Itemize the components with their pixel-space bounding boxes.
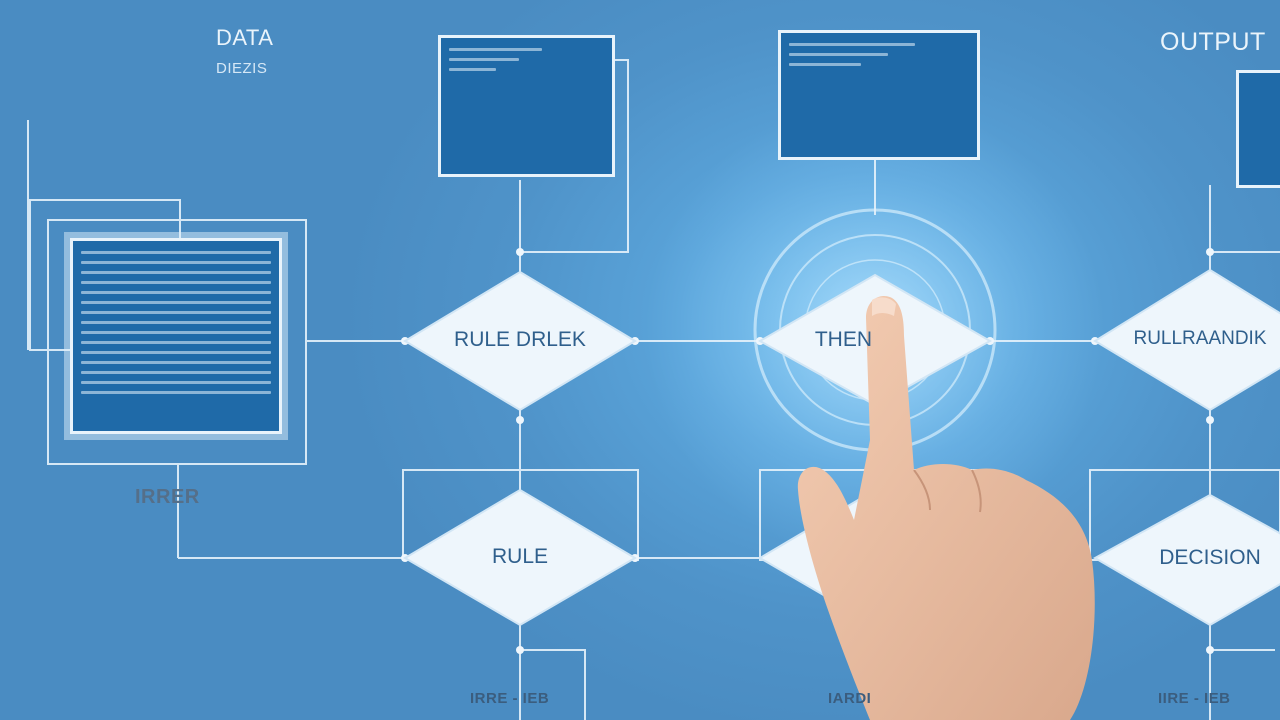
left-caption: IRRER (135, 486, 200, 508)
bottom-left-caption: IRRE - IEB (470, 690, 550, 707)
top-screen-2 (778, 30, 980, 160)
left-data-screen (70, 238, 282, 434)
data-subtitle: DIEZIS (216, 60, 268, 77)
bottom-mid-caption: IARDI (828, 690, 872, 707)
top-screen-1 (438, 35, 615, 177)
connectors (27, 59, 1280, 720)
diamond-rule (403, 488, 637, 627)
node-rule-check-label: RULE DRLEK (454, 328, 586, 351)
node-rule-label: RULE (491, 545, 549, 568)
node-rule-random-label: RULLRAANDIK (1133, 328, 1267, 349)
output-title: OUTPUT (1160, 28, 1266, 56)
diamond-rule-check (403, 270, 637, 412)
diamond-decision (1092, 493, 1280, 627)
diamond-rule-random (1093, 268, 1280, 412)
node-decision-label: DECISION (1159, 546, 1261, 569)
data-title: DATA (216, 25, 274, 50)
bottom-right-caption: IIRE - IEB (1158, 690, 1231, 707)
top-screen-3 (1236, 70, 1280, 188)
pointing-hand-icon (797, 296, 1095, 720)
node-then-label: THEN (814, 328, 872, 351)
